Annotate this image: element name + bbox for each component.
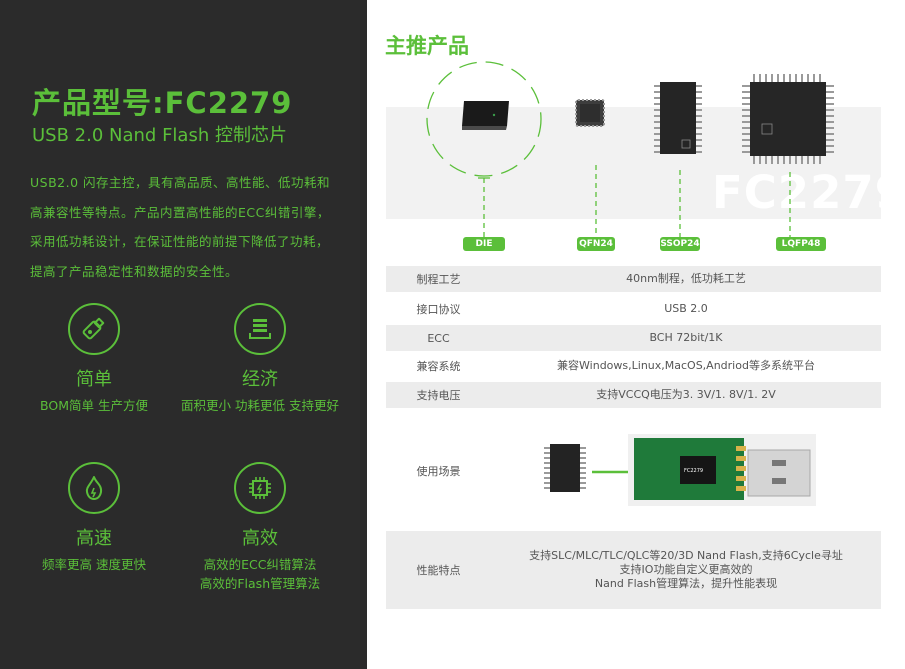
feature-efficiency: 高效 高效的ECC纠错算法 高效的Flash管理算法 (165, 462, 355, 593)
package-illustration (426, 61, 834, 237)
spec-row-process: 制程工艺 40nm制程，低功耗工艺 (386, 266, 881, 292)
feature-desc: 高效的Flash管理算法 (199, 576, 321, 591)
feature-desc: BOM简单 生产方便 (40, 398, 148, 413)
spec-value-line: 支持SLC/MLC/TLC/QLC等20/3D Nand Flash,支持6Cy… (529, 549, 843, 562)
feature-desc: 频率更高 速度更快 (42, 557, 146, 572)
die-chip (462, 101, 509, 130)
feature-title: 高效 (242, 528, 278, 549)
spec-label: 接口协议 (416, 303, 461, 316)
feature-title: 简单 (76, 369, 112, 390)
flame-icon (68, 462, 120, 514)
spec-label: 支持电压 (416, 389, 461, 402)
feature-desc: 面积更小 功耗更低 支持更好 (181, 398, 339, 413)
spec-value: 40nm制程，低功耗工艺 (626, 272, 746, 285)
spec-row-interface: 接口协议 USB 2.0 (386, 296, 881, 322)
spec-row-features: 性能特点 支持SLC/MLC/TLC/QLC等20/3D Nand Flash,… (386, 531, 881, 609)
spec-label: 使用场景 (416, 464, 461, 478)
chip-label: FC2279 (684, 468, 703, 474)
spec-value: 支持VCCQ电压为3. 3V/1. 8V/1. 2V (596, 388, 776, 401)
feature-economy: 经济 面积更小 功耗更低 支持更好 (165, 303, 355, 415)
qfn24-chip (575, 99, 605, 127)
spec-value-line: Nand Flash管理算法，提升性能表现 (594, 577, 778, 590)
model-title: 产品型号:FC2279 (32, 86, 293, 120)
spec-label: 制程工艺 (416, 273, 461, 286)
stack-icon (234, 303, 286, 355)
spec-label: ECC (427, 331, 450, 345)
spec-row-ecc: ECC BCH 72bit/1K (386, 325, 881, 351)
feature-speed: 高速 频率更高 速度更快 (0, 462, 189, 574)
usage-illustration: FC2279 (544, 434, 816, 506)
spec-label: 性能特点 (416, 564, 461, 577)
spec-value: USB 2.0 (664, 302, 708, 315)
spec-value: 兼容Windows,Linux,MacOS,Andriod等多系统平台 (557, 359, 815, 372)
ssop24-chip (654, 82, 702, 154)
spec-label: 兼容系统 (416, 360, 461, 373)
usb-drive-icon (68, 303, 120, 355)
lqfp48-chip (742, 74, 834, 164)
intro-paragraph: USB2.0 闪存主控，具有高品质、高性能、低功耗和高兼容性等特点。产品内置高性… (30, 175, 331, 279)
package-label-ssop24: SSOP24 (660, 237, 700, 251)
usage-chip (544, 444, 586, 492)
feature-desc: 高效的ECC纠错算法 (203, 557, 317, 572)
package-label-die: DIE (463, 237, 505, 251)
spec-row-compat: 兼容系统 兼容Windows,Linux,MacOS,Andriod等多系统平台 (386, 353, 881, 379)
section-title: 主推产品 (385, 34, 469, 58)
usb-stick (628, 434, 816, 506)
watermark: FC2279 (712, 166, 905, 219)
spec-value: 支持SLC/MLC/TLC/QLC等20/3D Nand Flash,支持6Cy… (491, 531, 881, 609)
package-label-qfn24: QFN24 (577, 237, 615, 251)
spec-value: BCH 72bit/1K (649, 331, 723, 344)
model-subtitle: USB 2.0 Nand Flash 控制芯片 (32, 125, 287, 146)
feature-title: 经济 (242, 369, 278, 390)
spec-row-voltage: 支持电压 支持VCCQ电压为3. 3V/1. 8V/1. 2V (386, 382, 881, 408)
left-panel: 产品型号:FC2279 USB 2.0 Nand Flash 控制芯片 USB2… (0, 0, 367, 669)
spec-row-usage: 使用场景 (386, 413, 881, 528)
package-label-lqfp48: LQFP48 (776, 237, 826, 251)
feature-title: 高速 (76, 528, 112, 549)
chip-icon (234, 462, 286, 514)
feature-simple: 简单 BOM简单 生产方便 (0, 303, 189, 415)
spec-value-line: 支持IO功能自定义更高效的 (619, 563, 753, 576)
